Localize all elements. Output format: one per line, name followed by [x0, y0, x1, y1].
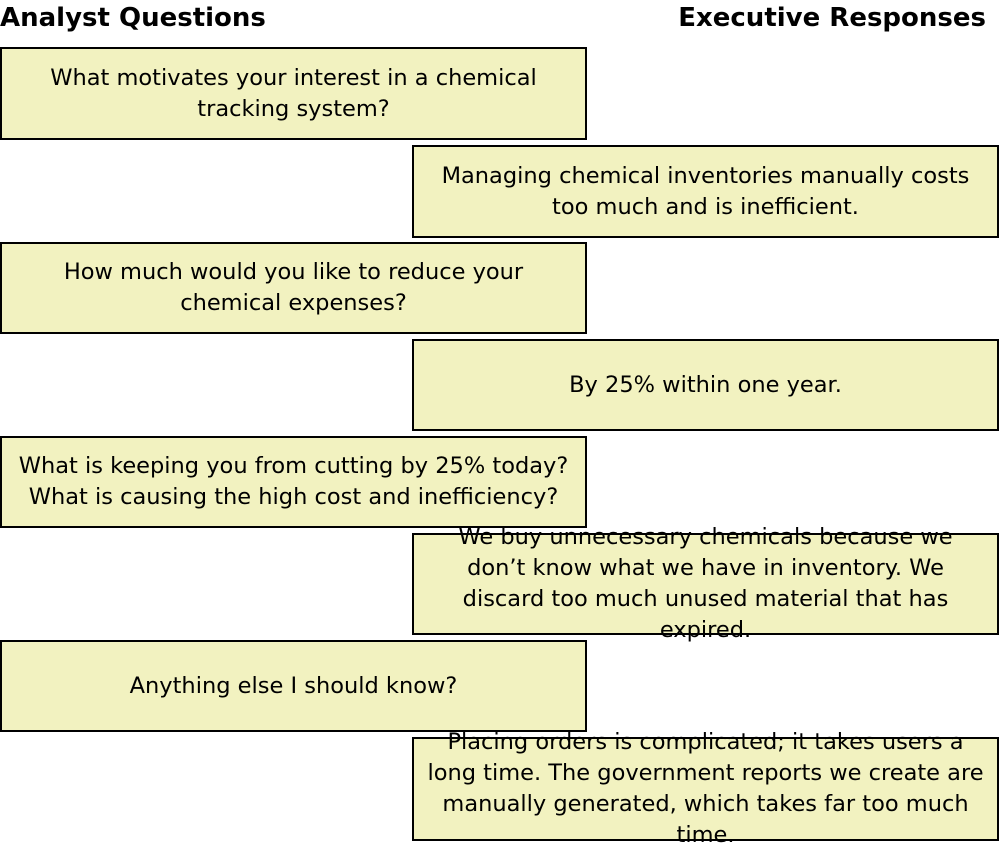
executive-response-box: Managing chemical inventories manually c… [412, 145, 999, 238]
response-text: By 25% within one year. [569, 371, 842, 398]
analyst-question-box: Anything else I should know? [0, 640, 587, 732]
response-text: Managing chemical inventories manually c… [441, 162, 970, 220]
analyst-questions-heading: Analyst Questions [0, 3, 266, 33]
analyst-question-box: What is keeping you from cutting by 25% … [0, 436, 587, 528]
question-text: Anything else I should know? [129, 672, 458, 699]
question-text: What is keeping you from cutting by 25% … [18, 453, 569, 510]
executive-responses-heading: Executive Responses [678, 3, 986, 33]
analyst-question-box: What motivates your interest in a chemic… [0, 47, 587, 140]
response-text: We buy unnecessary chemicals because we … [458, 524, 953, 643]
question-text: How much would you like to reduce your c… [63, 259, 524, 316]
question-text: What motivates your interest in a chemic… [50, 64, 537, 122]
executive-response-box: We buy unnecessary chemicals because we … [412, 524, 999, 643]
executive-response-box: Placing orders is complicated; it takes … [412, 729, 999, 848]
analyst-question-box: How much would you like to reduce your c… [0, 242, 587, 334]
response-text: Placing orders is complicated; it takes … [427, 729, 984, 848]
executive-response-box: By 25% within one year. [412, 339, 999, 431]
